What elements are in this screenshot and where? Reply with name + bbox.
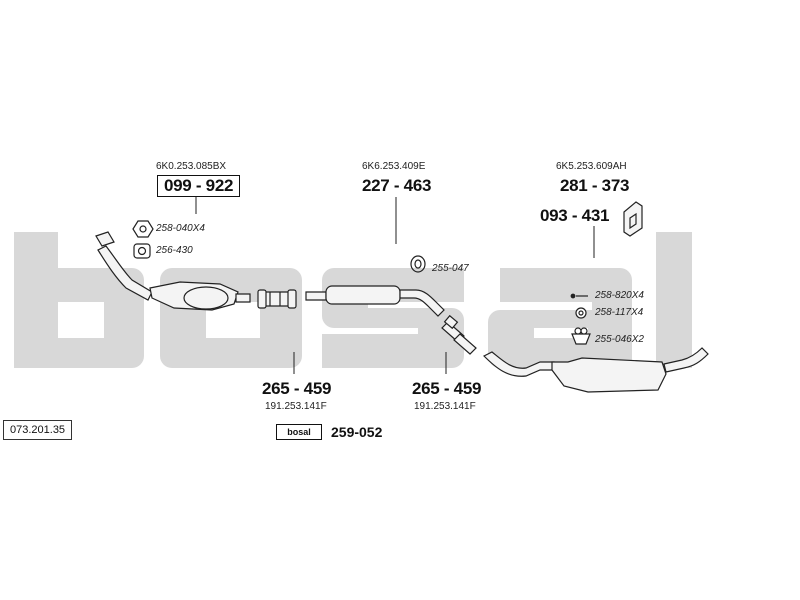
rubber-ring-icon (410, 255, 426, 273)
bolt-part-number[interactable]: 258-820X4 (595, 290, 644, 301)
rubber-ring-part-number[interactable]: 255-047 (432, 263, 469, 274)
nut-icon (132, 220, 154, 238)
rubber-mount-part-number[interactable]: 255-046X2 (595, 334, 644, 345)
middle-silencer-part-number[interactable]: 227 - 463 (362, 176, 432, 195)
gasket-part-number[interactable]: 256-430 (156, 245, 193, 256)
clamp-2-oe-number: 191.253.141F (414, 401, 476, 412)
rear-silencer-icon (482, 347, 709, 393)
heat-shield-part-number[interactable]: 093 - 431 (540, 206, 610, 225)
front-pipe-icon (95, 231, 251, 311)
rear-silencer-part-number[interactable]: 281 - 373 (560, 176, 630, 195)
bolt-icon (570, 293, 588, 299)
assembly-paste-part-number[interactable]: 259-052 (331, 424, 383, 440)
clamp-2-icon (441, 314, 477, 355)
diagram-reference: 073.201.35 (3, 420, 73, 440)
clamp-1-oe-number: 191.253.141F (265, 401, 327, 412)
rear-silencer-oe-number: 6K5.253.609AH (556, 161, 627, 172)
nut-part-number[interactable]: 258-040X4 (156, 223, 205, 234)
front-pipe-oe-number: 6K0.253.085BX (156, 161, 227, 172)
clamp-2-part-number[interactable]: 265 - 459 (412, 379, 482, 398)
heat-shield-icon (623, 201, 643, 237)
leader-lines (195, 197, 595, 374)
clamp-1-part-number[interactable]: 265 - 459 (262, 379, 332, 398)
gasket-icon (133, 243, 151, 259)
rubber-mount-icon (571, 327, 591, 345)
middle-silencer-oe-number: 6K6.253.409E (362, 161, 426, 172)
middle-silencer-icon (305, 285, 445, 317)
washer-icon (575, 307, 587, 319)
assembly-paste-box-icon: bosal (276, 424, 322, 440)
clamp-1-icon (257, 289, 297, 309)
front-pipe-part-number[interactable]: 099 - 922 (157, 175, 241, 197)
washer-part-number[interactable]: 258-117X4 (595, 307, 644, 318)
